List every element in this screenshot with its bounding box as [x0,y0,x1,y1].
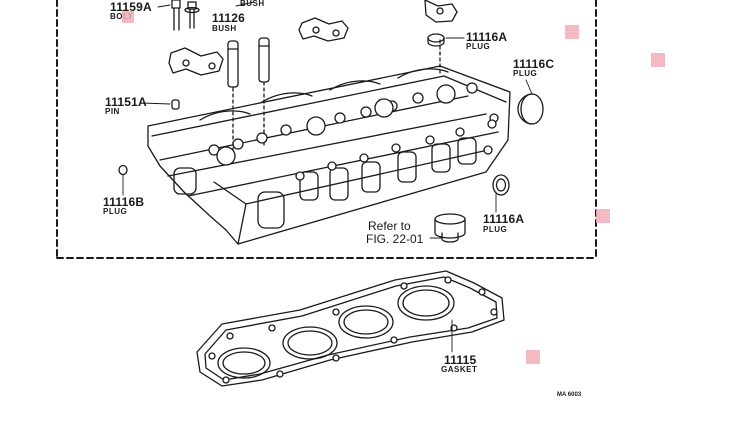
bush-parts [227,37,270,88]
plug-a-part-number-top: 11116A [466,30,508,44]
plug-a-name-top: PLUG [466,42,491,51]
bush-top-name: BUSH [240,0,265,8]
bush-name: BUSH [212,24,237,33]
bolt-part-number: 11159A [110,0,152,14]
reference-fitting [434,213,466,243]
leader-lines [122,1,533,353]
reference-line-2: FIG. 22-01 [366,232,424,246]
plug-c-part-number: 11116C [513,57,555,71]
plug-b-name: PLUG [103,207,128,216]
highlight-marker [651,53,665,67]
plug-a-name-bottom: PLUG [483,225,508,234]
plug-parts [118,33,544,196]
head-gasket [196,270,505,387]
pin-name: PIN [105,107,120,116]
bush-part-number: 11126 [212,11,246,25]
highlight-marker [122,11,134,23]
rocker-parts [168,0,458,76]
pin-part-number: 11151A [105,95,147,109]
gasket-part-number: 11115 [444,353,477,367]
gasket-name: GASKET [441,365,478,374]
highlight-marker [565,25,579,39]
bolt-name: BOLT [110,13,133,21]
highlight-marker [526,350,540,364]
plug-b-part-number: 11116B [103,195,145,209]
plug-a-part-number-bottom: 11116A [483,212,525,226]
cylinder-head [147,39,511,245]
plug-c-name: PLUG [513,69,538,78]
drawing-code: MA 6003 [557,392,582,398]
reference-line-1: Refer to [368,219,411,233]
highlight-marker [596,209,610,223]
bolt-parts [171,0,200,31]
